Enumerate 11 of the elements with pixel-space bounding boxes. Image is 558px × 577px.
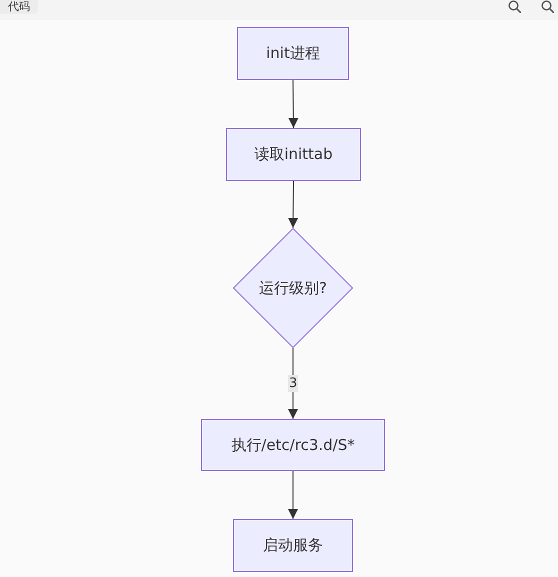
- arrow: [288, 348, 298, 420]
- arrow: [288, 80, 298, 128]
- arrow: [288, 180, 298, 228]
- process-box: 读取inittab: [226, 128, 361, 181]
- process-box: 执行/etc/rc3.d/S*: [201, 419, 385, 471]
- arrow: [288, 470, 298, 520]
- code-tab: 代码: [0, 0, 38, 14]
- process-box: 启动服务: [233, 519, 353, 572]
- process-box: init进程: [237, 27, 349, 80]
- decision-diamond: 运行级别?: [233, 228, 353, 348]
- edge-label: 3: [288, 375, 298, 392]
